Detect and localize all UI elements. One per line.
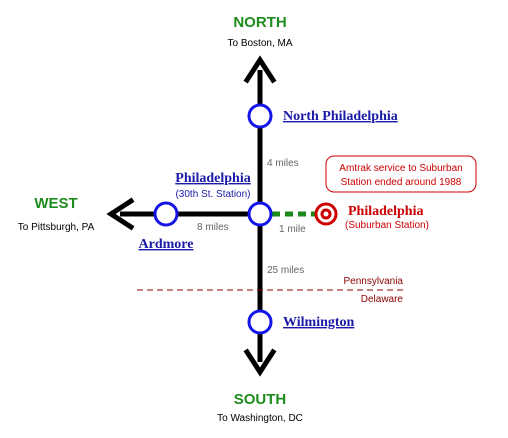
link-wilmington[interactable]: Wilmington — [283, 315, 355, 330]
distance-ardmore: 8 miles — [197, 222, 229, 233]
compass-south: SOUTH — [234, 391, 287, 408]
destination-north: To Boston, MA — [227, 38, 292, 49]
station-label-suburban: Philadelphia — [348, 204, 423, 219]
station-marker-wilmington[interactable] — [247, 309, 273, 335]
station-marker-suburban — [314, 202, 338, 226]
station-label-ardmore[interactable]: Ardmore — [139, 237, 194, 252]
link-north-philadelphia[interactable]: North Philadelphia — [283, 109, 398, 124]
link-philadelphia-30th[interactable]: Philadelphia — [175, 171, 250, 186]
note-line-2: Station ended around 1988 — [341, 177, 462, 188]
state-label-delaware: Delaware — [361, 294, 404, 305]
station-label-philadelphia-30th[interactable]: Philadelphia — [175, 171, 250, 186]
arrow-south-icon — [243, 348, 277, 377]
link-ardmore[interactable]: Ardmore — [139, 237, 194, 252]
station-marker-north-philadelphia[interactable] — [247, 103, 273, 129]
arrow-north-icon — [243, 55, 277, 84]
destination-west: To Pittsburgh, PA — [18, 222, 95, 233]
distance-north-philadelphia: 4 miles — [267, 158, 299, 169]
station-marker-philadelphia-30th[interactable] — [247, 201, 273, 227]
station-sublabel-suburban: (Suburban Station) — [345, 220, 429, 231]
station-label-wilmington[interactable]: Wilmington — [283, 315, 355, 330]
compass-north: NORTH — [233, 14, 286, 31]
note-line-1: Amtrak service to Suburban — [339, 163, 462, 174]
note-box: Amtrak service to Suburban Station ended… — [325, 155, 477, 193]
arrow-west-icon — [106, 197, 135, 231]
station-sublabel-philadelphia-30th: (30th St. Station) — [175, 189, 250, 200]
compass-west: WEST — [34, 195, 77, 212]
station-marker-ardmore[interactable] — [153, 201, 179, 227]
state-label-pennsylvania: Pennsylvania — [344, 276, 404, 287]
distance-wilmington: 25 miles — [267, 265, 304, 276]
destination-south: To Washington, DC — [217, 413, 303, 424]
distance-suburban: 1 mile — [279, 224, 306, 235]
station-label-north-philadelphia[interactable]: North Philadelphia — [283, 109, 398, 124]
